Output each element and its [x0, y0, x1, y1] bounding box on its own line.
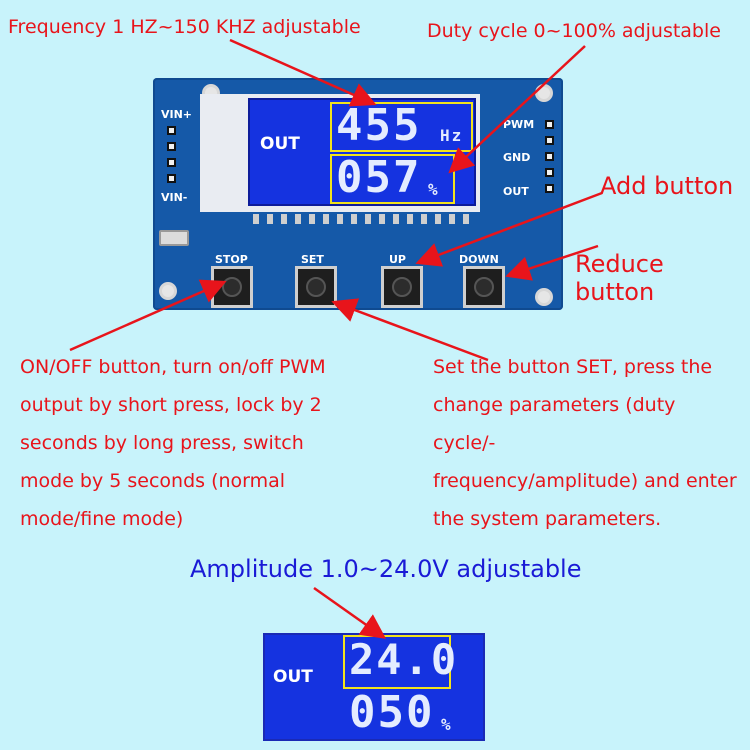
- onoff-arrow: [69, 279, 227, 352]
- out-pin-label: OUT: [503, 185, 529, 198]
- pcb-board: VIN+ VIN- PWM GND OUT OUT 455 Hz 057 % S…: [153, 78, 563, 310]
- duty-highlight: [330, 154, 455, 204]
- gnd-pin-label: GND: [503, 151, 531, 164]
- onoff-description: ON/OFF button, turn on/off PWM output by…: [20, 356, 326, 530]
- pin: [545, 168, 554, 177]
- amplitude-duty-unit: %: [441, 715, 453, 734]
- mount-hole: [535, 288, 553, 306]
- stop-label: STOP: [215, 253, 248, 266]
- vin-plus-label: VIN+: [161, 108, 193, 121]
- pin: [545, 136, 554, 145]
- amplitude-annotation: Amplitude 1.0~24.0V adjustable: [190, 555, 582, 583]
- pin: [545, 152, 554, 161]
- frequency-value: 455: [336, 100, 422, 151]
- lcd-out-label: OUT: [260, 134, 300, 154]
- reduce-button-annotation: Reduce button: [575, 250, 664, 306]
- amplitude-value: 24.0: [349, 635, 459, 684]
- pwm-pin-label: PWM: [503, 118, 535, 131]
- amplitude-highlight: [343, 635, 451, 689]
- frequency-unit: Hz: [440, 126, 464, 145]
- lcd-pins: [253, 214, 473, 224]
- amplitude-lcd: OUT 24.0 050 %: [263, 633, 485, 741]
- frequency-highlight: [330, 102, 473, 152]
- mount-hole: [159, 282, 177, 300]
- set-arrow: [331, 298, 489, 362]
- down-label: DOWN: [459, 253, 499, 266]
- pin: [545, 120, 554, 129]
- up-label: UP: [389, 253, 406, 266]
- duty-arrow: [448, 45, 586, 174]
- frequency-annotation: Frequency 1 HZ~150 KHZ adjustable: [8, 16, 361, 38]
- amplitude-arrow: [313, 586, 387, 639]
- add-button-annotation: Add button: [600, 172, 734, 200]
- button-cap: [392, 277, 412, 297]
- usb-port: [159, 230, 189, 246]
- duty-unit: %: [428, 180, 440, 199]
- button-cap: [306, 277, 326, 297]
- pin: [167, 158, 176, 167]
- amplitude-duty-value: 050: [349, 687, 435, 738]
- set-description: Set the button SET, press the change par…: [433, 356, 737, 530]
- add-arrow: [415, 191, 603, 267]
- reduce-arrow: [505, 244, 599, 281]
- vin-minus-label: VIN-: [161, 191, 188, 204]
- set-button[interactable]: [295, 266, 337, 308]
- set-label: SET: [301, 253, 324, 266]
- down-button[interactable]: [463, 266, 505, 308]
- button-cap: [474, 277, 494, 297]
- pin: [167, 174, 176, 183]
- pin: [167, 142, 176, 151]
- frequency-arrow: [229, 38, 377, 107]
- lcd-screen: OUT 455 Hz 057 %: [248, 98, 476, 206]
- duty-value: 057: [336, 152, 422, 203]
- pin: [167, 126, 176, 135]
- duty-annotation: Duty cycle 0~100% adjustable: [427, 20, 721, 42]
- pin: [545, 184, 554, 193]
- amplitude-lcd-out-label: OUT: [273, 667, 313, 687]
- up-button[interactable]: [381, 266, 423, 308]
